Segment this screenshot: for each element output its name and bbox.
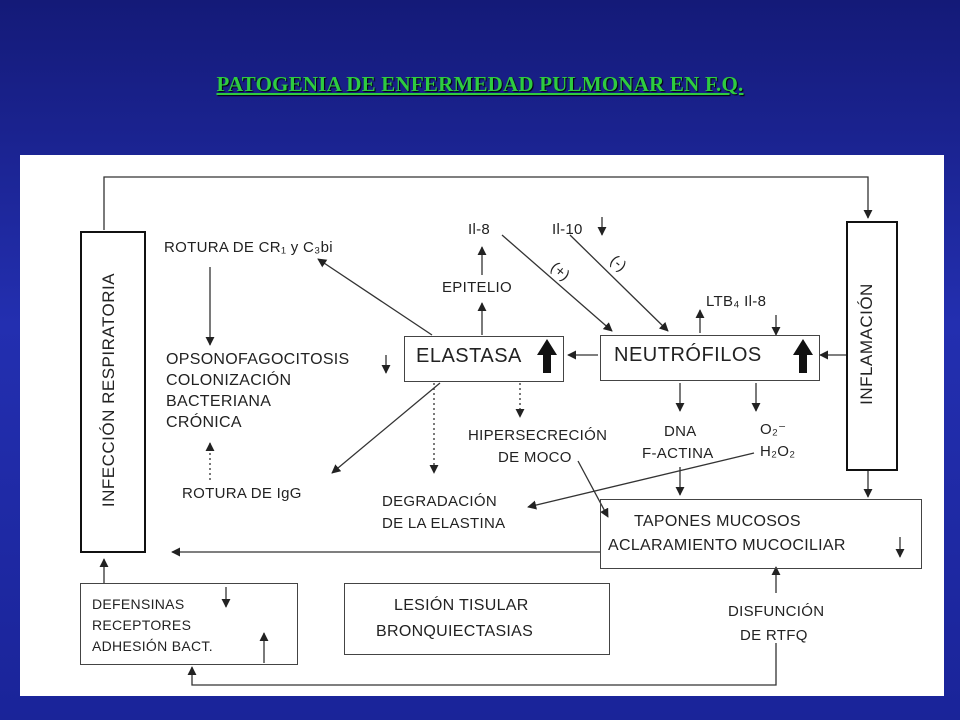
lesion-line-2: BRONQUIECTASIAS bbox=[376, 623, 534, 640]
arrow-il8-neutrofilos bbox=[501, 234, 613, 332]
arrow-infeccion-inflamacion bbox=[103, 176, 873, 230]
neutrofilos-box bbox=[600, 335, 820, 381]
bold-up-arrow-neutrofilos bbox=[793, 339, 813, 373]
elastasa-box bbox=[404, 336, 564, 382]
opsono-line-1: OPSONOFAGOCITOSIS bbox=[166, 351, 350, 368]
degradacion-line-2: DE LA ELASTINA bbox=[382, 515, 506, 532]
rotura-igg-label: ROTURA DE IgG bbox=[182, 485, 302, 502]
o2-line-1: O₂⁻ bbox=[760, 421, 787, 438]
o2-line-2: H₂O₂ bbox=[760, 443, 796, 460]
defensinas-box bbox=[80, 583, 298, 665]
opsono-line-4: CRÓNICA bbox=[166, 414, 242, 431]
disfuncion-line-1: DISFUNCIÓN bbox=[728, 603, 825, 620]
tapones-line-2: ACLARAMIENTO MUCOCILIAR bbox=[608, 537, 846, 554]
opsono-line-2: COLONIZACIÓN bbox=[166, 372, 292, 389]
ltb4-label: LTB₄ Il-8 bbox=[706, 293, 767, 310]
degradacion-line-1: DEGRADACIÓN bbox=[382, 493, 497, 510]
defensinas-line-1: DEFENSINAS bbox=[92, 596, 185, 612]
defensinas-line-2: RECEPTORES bbox=[92, 617, 192, 633]
arrow-o2-degradacion bbox=[527, 452, 755, 510]
connector-layer bbox=[99, 176, 905, 686]
arrow-il10-neutrofilos bbox=[569, 234, 669, 332]
arrow-elastasa-igg bbox=[331, 382, 441, 474]
arrow-elastasa-rotura-cr bbox=[317, 258, 433, 336]
infeccion-label: INFECCIÓN RESPIRATORIA bbox=[99, 272, 118, 508]
tapones-box bbox=[600, 499, 922, 569]
inflamacion-box bbox=[846, 221, 898, 471]
infeccion-box bbox=[80, 231, 146, 553]
il8-top-label: Il-8 bbox=[468, 221, 491, 238]
slide-title: PATOGENIA DE ENFERMEDAD PULMONAR EN F.Q. bbox=[216, 72, 744, 96]
dna-line-1: DNA bbox=[664, 423, 697, 440]
rotura-cr-label: ROTURA DE CR₁ y C₃bi bbox=[164, 239, 333, 256]
arrow-disfuncion-defensinas bbox=[187, 643, 777, 686]
opsono-line-3: BACTERIANA bbox=[166, 393, 272, 410]
inflamacion-label: INFLAMACIÓN bbox=[857, 283, 876, 405]
dna-line-2: F-ACTINA bbox=[642, 445, 714, 462]
diagram-panel: INFECCIÓN RESPIRATORIA INFLAMACIÓN ELAST… bbox=[20, 155, 944, 696]
elastasa-label: ELASTASA bbox=[416, 345, 522, 367]
bold-up-arrow-elastasa bbox=[537, 339, 557, 373]
hiper-line-2: DE MOCO bbox=[498, 449, 572, 466]
tapones-line-1: TAPONES MUCOSOS bbox=[634, 513, 801, 530]
lesion-box bbox=[344, 583, 610, 655]
arrow-hiper-tapones bbox=[577, 460, 609, 518]
il10-label: Il-10 bbox=[552, 221, 583, 238]
defensinas-line-3: ADHESIÓN BACT. bbox=[92, 638, 213, 654]
hiper-line-1: HIPERSECRECIÓN bbox=[468, 427, 608, 444]
lesion-line-1: LESIÓN TISULAR bbox=[394, 597, 529, 614]
neutrofilos-label: NEUTRÓFILOS bbox=[614, 344, 762, 366]
epitelio-label: EPITELIO bbox=[442, 279, 512, 296]
disfuncion-line-2: DE RTFQ bbox=[740, 627, 808, 644]
